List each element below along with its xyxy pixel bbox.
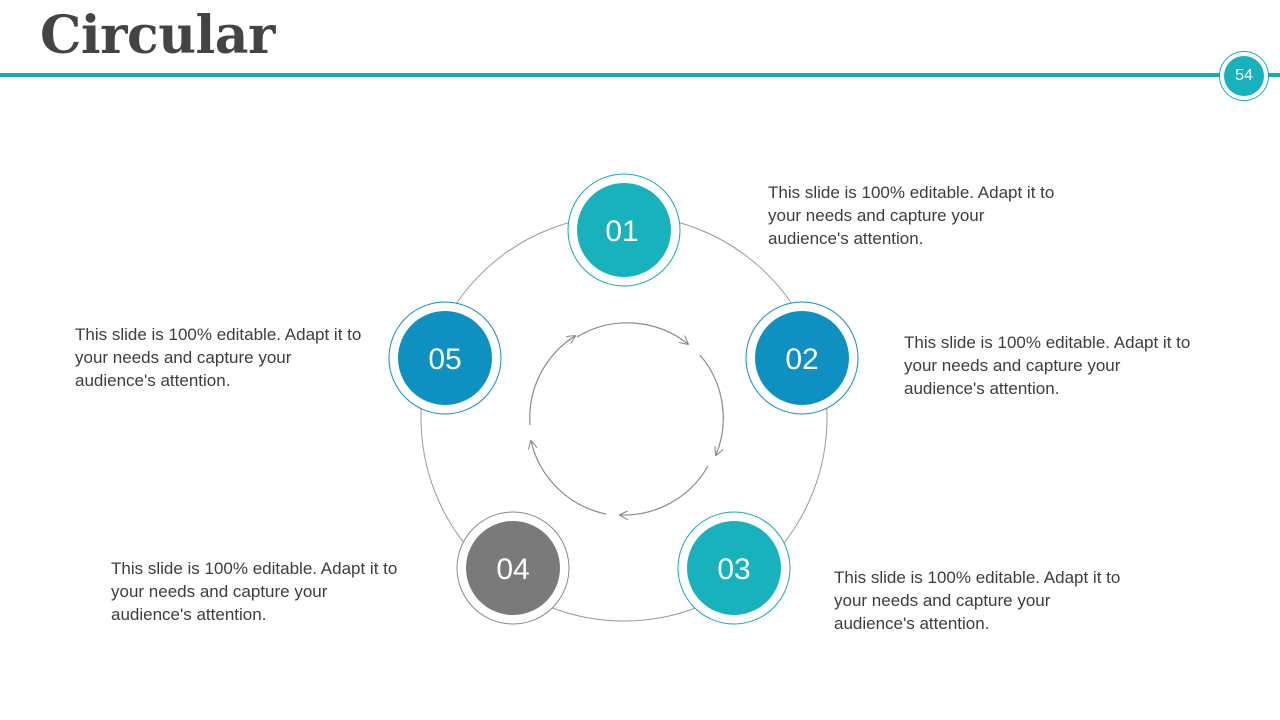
step-number-02: 02 <box>785 343 818 376</box>
step-node-05-fill <box>398 311 492 405</box>
step-04-description: This slide is 100% editable. Adapt it to… <box>111 559 398 624</box>
step-node-04-fill <box>466 521 560 615</box>
step-number-01: 01 <box>605 215 638 248</box>
step-node-01-fill <box>577 183 671 277</box>
cycle-arrow-2 <box>699 354 724 455</box>
page-number-badge: 54 <box>1219 51 1269 101</box>
step-node-01: 01 <box>567 173 681 287</box>
step-02-description: This slide is 100% editable. Adapt it to… <box>904 333 1191 398</box>
cycle-arrow-5 <box>529 336 575 426</box>
step-number-05: 05 <box>428 343 461 376</box>
step-05-description: This slide is 100% editable. Adapt it to… <box>75 325 362 390</box>
cycle-arrows <box>529 322 724 515</box>
cycle-arrow-4 <box>531 441 607 515</box>
cycle-arrow-1 <box>576 322 688 344</box>
title-divider <box>0 73 1280 77</box>
cycle-arrow-3 <box>620 465 709 515</box>
step-node-02: 02 <box>745 301 859 415</box>
step-01-description: This slide is 100% editable. Adapt it to… <box>768 183 1055 248</box>
step-node-02-fill <box>755 311 849 405</box>
step-node-05: 05 <box>388 301 502 415</box>
step-03-description: This slide is 100% editable. Adapt it to… <box>834 568 1121 633</box>
step-node-03: 03 <box>677 511 791 625</box>
step-number-03: 03 <box>717 553 750 586</box>
step-number-04: 04 <box>496 553 529 586</box>
page-number: 54 <box>1224 56 1264 96</box>
step-node-04: 04 <box>456 511 570 625</box>
step-node-03-fill <box>687 521 781 615</box>
slide-title: Circular <box>40 5 275 66</box>
